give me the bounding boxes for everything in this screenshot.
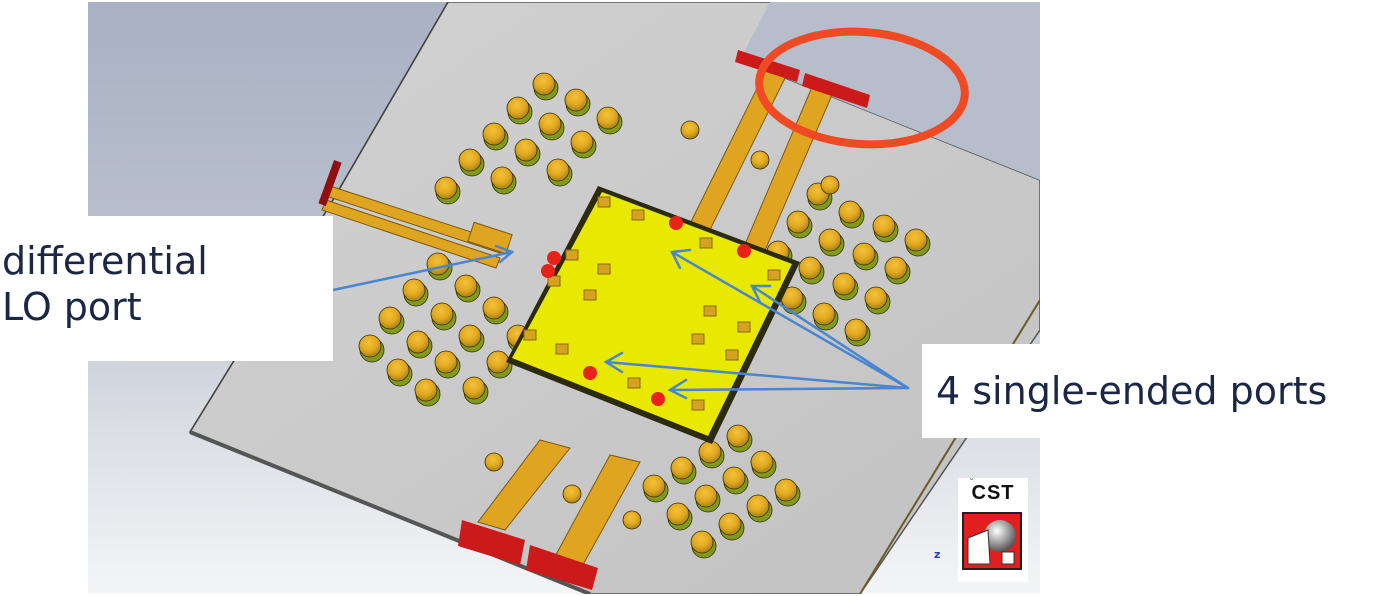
lo-port-label-line2: LO port	[2, 285, 142, 329]
cst-logo-icon	[962, 512, 1022, 570]
z-axis-indicator: z	[934, 548, 941, 561]
solder-balls	[358, 72, 931, 559]
cst-logo-text: CST	[971, 482, 1015, 504]
lo-port-label: differential LO port	[0, 216, 333, 361]
bottom-waveguide-ports	[458, 520, 598, 590]
cst-logo: ˇ CST	[958, 478, 1028, 582]
chip-die	[506, 186, 800, 444]
single-ended-ports-label: 4 single-ended ports	[922, 344, 1400, 438]
annotation-arrows	[331, 244, 910, 400]
lo-feed-lines	[321, 185, 513, 269]
lo-waveguide-port	[318, 160, 342, 206]
highlight-ellipse	[755, 27, 969, 149]
lo-port-label-line1: differential	[2, 239, 208, 283]
cst-caron-mark: ˇ	[969, 478, 974, 489]
single-ended-ports-text: 4 single-ended ports	[936, 369, 1328, 413]
port-markers[interactable]	[541, 216, 751, 406]
